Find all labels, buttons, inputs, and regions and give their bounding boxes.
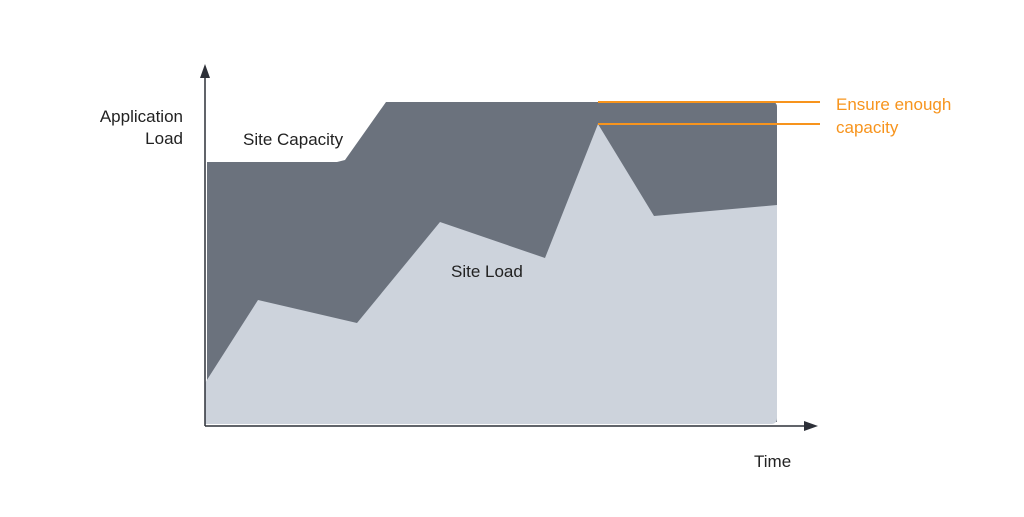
annotation-text-line2: capacity bbox=[836, 118, 899, 137]
y-axis-arrowhead bbox=[200, 64, 210, 78]
x-axis-arrowhead bbox=[804, 421, 818, 431]
y-axis-label-line2: Load bbox=[145, 129, 183, 148]
x-axis-label: Time bbox=[754, 452, 791, 471]
site-load-label: Site Load bbox=[451, 262, 523, 281]
annotation-text-line1: Ensure enough bbox=[836, 95, 951, 114]
site-capacity-label: Site Capacity bbox=[243, 130, 344, 149]
site-load-area bbox=[205, 124, 777, 424]
y-axis-label-line1: Application bbox=[100, 107, 183, 126]
